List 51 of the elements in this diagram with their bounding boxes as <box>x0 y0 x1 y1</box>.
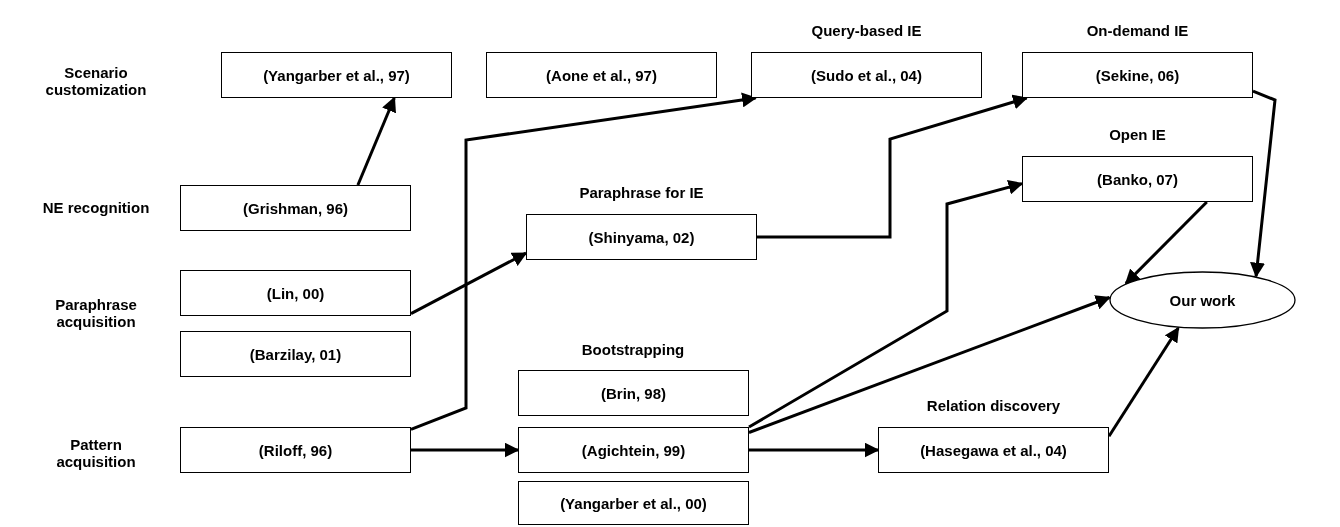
citation-box <box>1022 156 1253 202</box>
group-heading: Open IE <box>1109 126 1166 143</box>
arrow <box>356 96 396 186</box>
node-text: (Hasegawa et al., 04) <box>920 441 1067 459</box>
node-text: (Aone et al., 97) <box>546 66 657 84</box>
row-label: Scenario customization <box>44 64 148 98</box>
group-heading: On-demand IE <box>1086 22 1189 39</box>
citation-box <box>486 52 717 98</box>
node-text: (Grishman, 96) <box>243 199 348 217</box>
citation-box <box>518 370 749 416</box>
ellipse-node <box>1109 271 1296 329</box>
citation-box <box>526 214 757 260</box>
arrow <box>1107 326 1180 437</box>
citation-box <box>518 481 749 525</box>
row-label: Paraphrase acquisition <box>54 296 138 330</box>
citation-box <box>180 331 411 377</box>
arrow <box>410 251 528 316</box>
citation-box <box>180 427 411 473</box>
citation-box <box>878 427 1109 473</box>
citation-box <box>518 427 749 473</box>
row-label: NE recognition <box>41 199 151 216</box>
citation-box <box>180 185 411 231</box>
group-heading: Query-based IE <box>811 22 922 39</box>
arrow <box>757 94 1029 239</box>
arrow <box>411 442 520 458</box>
citation-box <box>221 52 452 98</box>
arrow <box>1250 89 1277 278</box>
row-label: Pattern acquisition <box>55 436 137 470</box>
citation-box <box>1022 52 1253 98</box>
group-heading: Paraphrase for IE <box>579 184 704 201</box>
node-text: (Riloff, 96) <box>258 441 333 459</box>
arrow <box>410 92 758 431</box>
node-text: (Sudo et al., 04) <box>811 66 922 84</box>
citation-box <box>180 270 411 316</box>
citation-box <box>751 52 982 98</box>
node-text: Our work <box>1169 291 1236 309</box>
node-text: (Brin, 98) <box>601 384 666 402</box>
group-heading: Relation discovery <box>926 397 1061 414</box>
arrow <box>748 179 1024 429</box>
arrow <box>748 295 1111 434</box>
node-text: (Banko, 07) <box>1097 170 1178 188</box>
group-heading: Bootstrapping <box>580 341 686 358</box>
arrow <box>749 442 880 458</box>
node-text: (Agichtein, 99) <box>581 441 686 459</box>
node-text: (Lin, 00) <box>266 284 325 302</box>
node-text: (Yangarber et al., 00) <box>560 494 707 512</box>
arrow <box>1124 200 1208 285</box>
node-text: (Shinyama, 02) <box>588 228 695 246</box>
node-text: (Sekine, 06) <box>1095 66 1180 84</box>
node-text: (Barzilay, 01) <box>249 345 342 363</box>
node-text: (Yangarber et al., 97) <box>263 66 410 84</box>
